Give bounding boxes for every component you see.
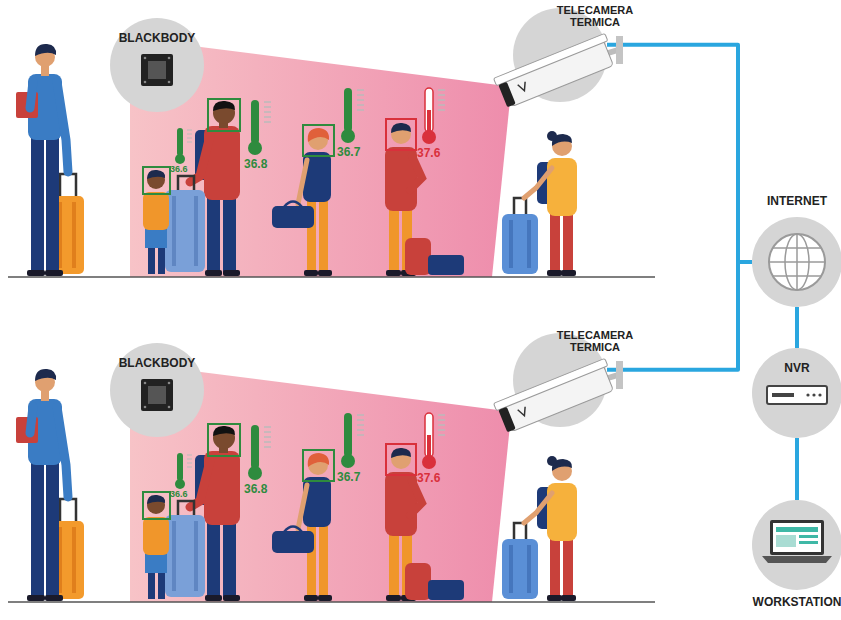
network-cable [607, 262, 752, 370]
circle-fill [752, 217, 841, 307]
node-label: BLACKBODY [97, 32, 217, 45]
blackbody-circle: BLACKBODY [110, 343, 204, 437]
circle-fill [752, 500, 841, 590]
nvr-circle: NVR [752, 348, 841, 438]
workstation-circle: WORKSTATION [752, 500, 841, 590]
blackbody-circle: BLACKBODY [110, 18, 204, 112]
temperature-reading: 36.6 [170, 165, 188, 174]
node-label: BLACKBODY [97, 357, 217, 370]
node-label: TELECAMERA TERMICA [551, 329, 639, 353]
temperature-reading: 37.6 [417, 147, 440, 159]
temperature-reading: 36.6 [170, 490, 188, 499]
node-label: INTERNET [737, 195, 841, 208]
camera-circle: TELECAMERA TERMICA [513, 8, 607, 102]
network-cable [795, 307, 799, 348]
circle-outline [752, 217, 841, 307]
internet-circle: INTERNET [752, 217, 841, 307]
temperature-reading: 36.8 [244, 158, 267, 170]
temperature-reading: 37.6 [417, 472, 440, 484]
network-cable [607, 45, 752, 262]
camera-circle: TELECAMERA TERMICA [513, 333, 607, 427]
temperature-reading: 36.8 [244, 483, 267, 495]
node-label: NVR [737, 362, 841, 375]
temperature-reading: 36.7 [337, 146, 360, 158]
node-label: TELECAMERA TERMICA [551, 4, 639, 28]
temperature-reading: 36.7 [337, 471, 360, 483]
network-cable [795, 438, 799, 500]
circle-outline [752, 500, 841, 590]
node-label: WORKSTATION [737, 596, 841, 609]
